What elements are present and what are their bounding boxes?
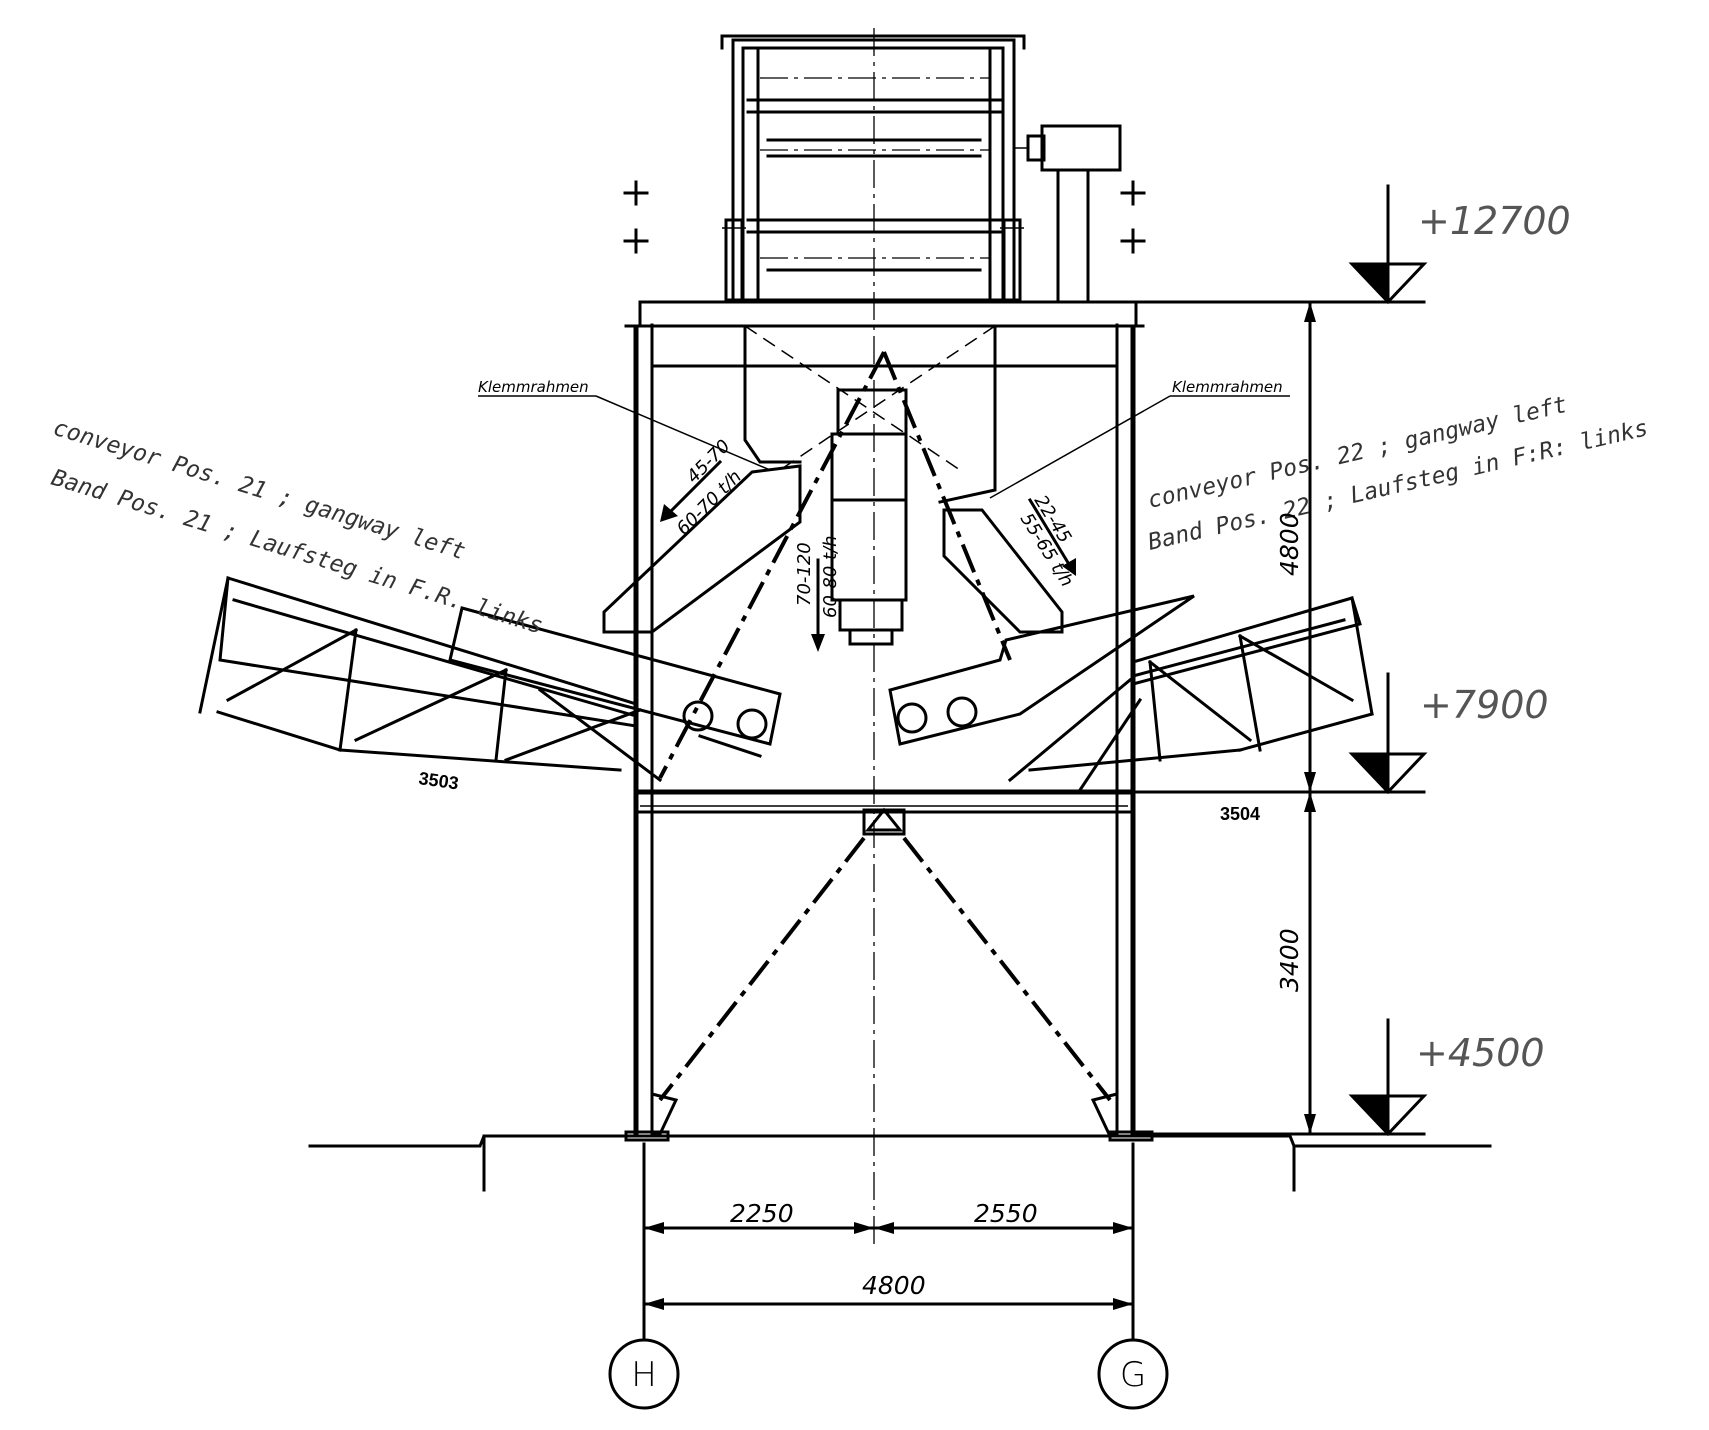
horizontal-dimension-lines <box>642 1142 1135 1342</box>
conveyor-left <box>198 576 782 783</box>
dimension-4800-vertical: 4800 <box>1275 512 1304 576</box>
conveyor-id-right: 3504 <box>1220 804 1260 824</box>
elevation-label-12700: +12700 <box>1418 199 1571 243</box>
flow-lines <box>658 351 1112 1102</box>
support-frame <box>624 300 1154 1142</box>
hopper <box>602 324 1064 646</box>
axis-marker-g <box>1097 1338 1169 1410</box>
ground-line <box>308 1134 1492 1192</box>
clamp-frame-leaders <box>478 395 1290 499</box>
flow-rate-left-bottom: 60-70 t/h <box>673 466 746 539</box>
vertical-dimension-line <box>1304 300 1316 1136</box>
flow-rate-center-top: 70-120 <box>794 542 815 606</box>
dimension-4800-horizontal: 4800 <box>862 1271 926 1300</box>
axis-label-g: G <box>1120 1355 1146 1395</box>
elevation-label-4500: +4500 <box>1416 1031 1545 1075</box>
elevation-marker-7900 <box>1131 672 1428 795</box>
dimension-2250: 2250 <box>730 1199 794 1228</box>
elevation-label-7900: +7900 <box>1420 683 1549 727</box>
clamp-frame-label-right: Klemmrahmen <box>1172 378 1283 396</box>
dimension-3400-vertical: 3400 <box>1275 928 1304 992</box>
flow-arrows <box>660 459 1076 652</box>
axis-marker-h <box>608 1338 680 1410</box>
flow-rate-center-bottom: 60-80 t/h <box>820 535 841 618</box>
conveyor-id-left: 3503 <box>417 768 459 793</box>
dimension-2550: 2550 <box>974 1199 1038 1228</box>
clamp-frame-label-left: Klemmrahmen <box>478 378 589 396</box>
screen-unit <box>623 34 1146 304</box>
reference-crosses <box>623 180 1146 254</box>
elevation-marker-12700 <box>1131 184 1428 305</box>
elevation-marker-4500 <box>1131 1018 1428 1137</box>
axis-label-h: H <box>631 1355 657 1395</box>
